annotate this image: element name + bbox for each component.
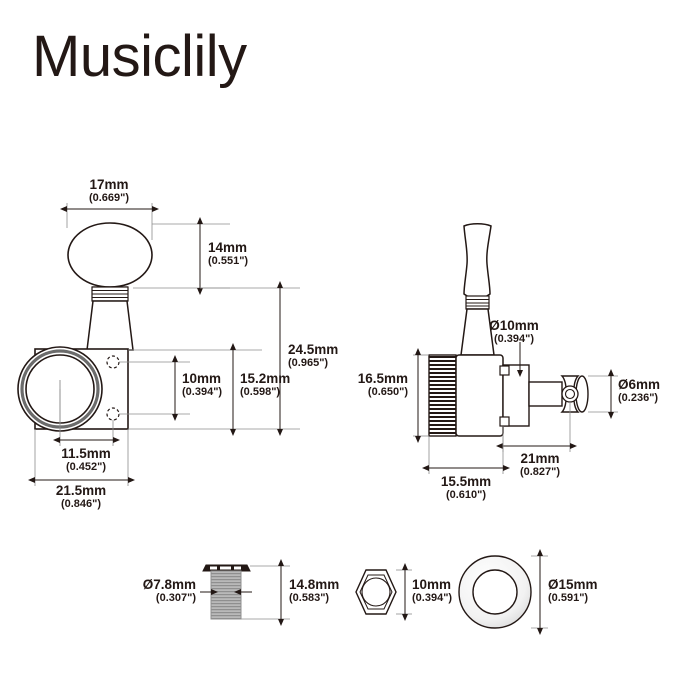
dim-base-height-mm: 15.2mm bbox=[240, 371, 290, 386]
housing-body bbox=[455, 354, 504, 437]
dim-post-length-inch: (0.827") bbox=[520, 466, 560, 478]
dim-hole-offset-inch: (0.452") bbox=[66, 461, 106, 473]
dim-overall-height-mm: 24.5mm bbox=[288, 342, 338, 357]
dim-housing-depth: 15.5mm (0.610") bbox=[422, 436, 510, 501]
dim-bushing-diameter-mm: Ø10mm bbox=[489, 318, 539, 333]
dim-post-diameter-mm: Ø6mm bbox=[618, 377, 660, 392]
dim-bushing-bore: Ø7.8mm (0.307") bbox=[143, 577, 252, 604]
bushing-tab-bottom bbox=[499, 416, 510, 427]
dim-screw-spacing-mm: 10mm bbox=[182, 371, 221, 386]
dim-hole-offset-mm: 11.5mm bbox=[61, 446, 111, 461]
string-post-shaft bbox=[528, 381, 563, 407]
dim-base-width-mm: 21.5mm bbox=[56, 483, 106, 498]
string-hole-inner bbox=[564, 388, 576, 400]
dim-housing-depth-mm: 15.5mm bbox=[441, 474, 491, 489]
part-threaded-bushing: Ø7.8mm (0.307") 14.8mm (0.583") bbox=[143, 559, 339, 626]
bushing-tab-top bbox=[499, 365, 510, 376]
dim-bushing-length-inch: (0.583") bbox=[289, 592, 329, 604]
tuner-button-profile bbox=[463, 223, 492, 300]
dim-washer-outer-diameter-mm: Ø15mm bbox=[548, 577, 598, 592]
dim-button-height-mm: 14mm bbox=[208, 240, 247, 255]
washer-bore bbox=[472, 569, 518, 615]
dim-bushing-length: 14.8mm (0.583") bbox=[241, 559, 339, 626]
dim-screw-spacing: 10mm (0.394") bbox=[119, 355, 222, 421]
dim-bushing-bore-mm: Ø7.8mm bbox=[143, 577, 196, 592]
dim-overall-height: 24.5mm (0.965") bbox=[200, 281, 338, 436]
part-hex-nut: 10mm (0.394") bbox=[355, 563, 452, 621]
dim-bushing-diameter-inch: (0.394") bbox=[494, 333, 534, 345]
dim-post-diameter: Ø6mm (0.236") bbox=[588, 369, 660, 419]
part-washer: Ø15mm (0.591") bbox=[458, 549, 598, 635]
dim-nut-across-flats: 10mm (0.394") bbox=[396, 563, 452, 621]
dim-washer-outer-diameter-inch: (0.591") bbox=[548, 592, 588, 604]
dim-post-diameter-inch: (0.236") bbox=[618, 392, 658, 404]
dim-button-height-inch: (0.551") bbox=[208, 255, 248, 267]
flange-slot-1 bbox=[210, 566, 217, 570]
dim-post-length-mm: 21mm bbox=[520, 451, 559, 466]
dim-button-width-mm: 17mm bbox=[89, 177, 128, 192]
dim-bushing-bore-inch: (0.307") bbox=[156, 592, 196, 604]
dim-bushing-diameter: Ø10mm (0.394") bbox=[489, 318, 539, 377]
dim-housing-height: 16.5mm (0.650") bbox=[358, 348, 429, 443]
dim-housing-depth-inch: (0.610") bbox=[446, 489, 486, 501]
button-collar-ridges-side bbox=[465, 295, 490, 310]
dim-base-width: 21.5mm (0.846") bbox=[28, 429, 135, 510]
dim-hole-offset: 11.5mm (0.452") bbox=[53, 389, 120, 473]
dim-base-width-inch: (0.846") bbox=[61, 498, 101, 510]
hex-nut-bore bbox=[361, 577, 391, 607]
brand-logo: Musiclily bbox=[32, 24, 247, 89]
dim-nut-across-flats-mm: 10mm bbox=[412, 577, 451, 592]
flange-slot-3 bbox=[234, 566, 241, 570]
dim-housing-height-inch: (0.650") bbox=[368, 386, 408, 398]
flange-slot-2 bbox=[220, 566, 231, 570]
parts-row-group: Ø7.8mm (0.307") 14.8mm (0.583") 1 bbox=[143, 549, 598, 635]
dim-overall-height-inch: (0.965") bbox=[288, 357, 328, 369]
dim-housing-height-mm: 16.5mm bbox=[358, 371, 408, 386]
dim-bushing-length-mm: 14.8mm bbox=[289, 577, 339, 592]
dim-washer-outer-diameter: Ø15mm (0.591") bbox=[531, 549, 598, 635]
side-view-group: Ø10mm (0.394") 16.5mm (0.650") Ø6mm (0.2… bbox=[358, 223, 660, 501]
dim-button-width: 17mm (0.669") bbox=[60, 177, 159, 240]
tuner-shaft bbox=[86, 300, 134, 351]
dim-nut-across-flats-inch: (0.394") bbox=[412, 592, 452, 604]
tuner-button-oval bbox=[67, 222, 153, 288]
dim-screw-spacing-inch: (0.394") bbox=[182, 386, 222, 398]
bushing-barrel bbox=[210, 570, 242, 620]
dim-post-length: 21mm (0.827") bbox=[496, 402, 577, 478]
knurled-cover bbox=[428, 354, 457, 437]
dim-button-width-inch: (0.669") bbox=[89, 192, 129, 204]
button-collar-ridges bbox=[91, 286, 129, 302]
top-view-group: 17mm (0.669") 14mm bbox=[17, 177, 338, 510]
dim-base-height-inch: (0.598") bbox=[240, 386, 280, 398]
